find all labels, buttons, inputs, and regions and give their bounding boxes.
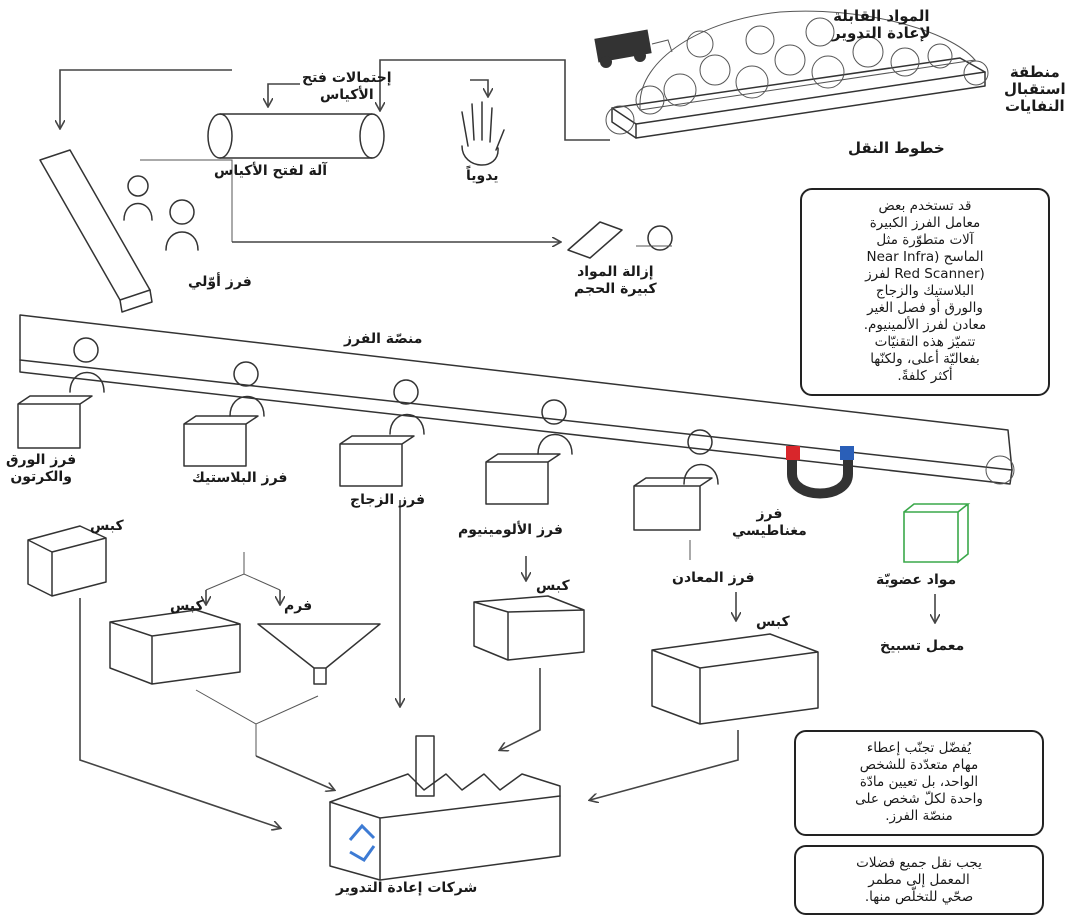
plastic-merge bbox=[195, 689, 319, 756]
note-one-material: يُفضّل تجنّب إعطاء مهام متعدّدة للشخص ال… bbox=[794, 730, 1044, 836]
arrow-to-bag-machine bbox=[268, 83, 300, 106]
label-shredder: فرم bbox=[284, 598, 313, 614]
sorting-platform-conveyor bbox=[19, 314, 1015, 485]
metals-bale bbox=[651, 633, 819, 725]
paper-bale bbox=[27, 525, 107, 597]
label-primary-sort: فرز أوّلي bbox=[188, 274, 252, 290]
recycling-factory-icon bbox=[329, 735, 561, 881]
label-bag-machine: آلة لفتح الأكياس bbox=[214, 163, 328, 179]
bag-opening-machine-icon bbox=[207, 113, 385, 159]
label-reception: منطقة استقبال النفايات bbox=[1004, 63, 1066, 115]
arrow-to-primary bbox=[60, 69, 232, 128]
label-paper-sort: فرز الورق والكرتون bbox=[6, 452, 77, 485]
primary-sort-workers bbox=[123, 175, 199, 251]
label-bag-opening: إحتمالات فتح الأكياس bbox=[302, 70, 392, 103]
label-aluminum-sort: فرز الألومينيوم bbox=[458, 522, 563, 538]
note-landfill: يجب نقل جميع فضلات المعمل إلى مطمر صحّي … bbox=[794, 845, 1044, 915]
bulky-items-icon bbox=[567, 221, 673, 259]
arrow-metals-to-factory bbox=[590, 730, 739, 800]
sorting-bins bbox=[17, 395, 713, 531]
label-metals-sort: فرز المعادن bbox=[672, 570, 755, 586]
aluminum-bale bbox=[473, 595, 585, 661]
label-magnetic-sort: فرز مغناطيسي bbox=[732, 506, 807, 539]
note-scanner: قد تستخدم بعض معامل الفرز الكبيرة آلات م… bbox=[800, 188, 1050, 396]
label-composting: معمل تسبيخ bbox=[880, 638, 965, 654]
label-glass-sort: فرز الزجاج bbox=[350, 492, 426, 508]
primary-sort-bracket bbox=[140, 159, 233, 242]
label-conveyor-lines: خطوط النقل bbox=[848, 139, 945, 157]
label-press-plastic: كبس bbox=[170, 598, 204, 614]
magnet-icon bbox=[786, 446, 854, 499]
label-recyclables: المواد القابلة لإعادة التدوير bbox=[832, 7, 931, 42]
arrow-reception-to-opening bbox=[380, 59, 610, 141]
truck-icon bbox=[594, 29, 673, 68]
hand-icon bbox=[461, 101, 505, 166]
label-press-metals: كبس bbox=[756, 614, 790, 630]
arrow-plastic-to-factory bbox=[255, 755, 334, 790]
platform-workers bbox=[69, 337, 719, 485]
label-sorting-platform: منصّة الفرز bbox=[344, 331, 423, 347]
arrow-paper-to-factory bbox=[79, 598, 280, 828]
arrow-to-manual bbox=[470, 79, 488, 96]
primary-sort-conveyor bbox=[39, 149, 153, 313]
label-manual: يدوياً bbox=[466, 168, 499, 184]
label-press-paper: كبس bbox=[90, 518, 124, 534]
label-plastic-sort: فرز البلاستيك bbox=[192, 470, 288, 486]
label-recycling-companies: شركات إعادة التدوير bbox=[336, 880, 478, 896]
label-organic: مواد عضويّة bbox=[876, 572, 957, 588]
arrow-alu-to-factory bbox=[500, 668, 541, 750]
shredder-funnel bbox=[257, 623, 381, 685]
waste-bags-pile bbox=[635, 10, 976, 115]
organic-bin bbox=[903, 503, 971, 564]
plastic-bale bbox=[109, 609, 241, 685]
label-press-aluminum: كبس bbox=[536, 578, 570, 594]
label-bulky-removal: إزالة المواد كبيرة الحجم bbox=[574, 264, 657, 297]
reception-conveyor bbox=[605, 57, 989, 139]
plastic-split bbox=[205, 552, 281, 591]
